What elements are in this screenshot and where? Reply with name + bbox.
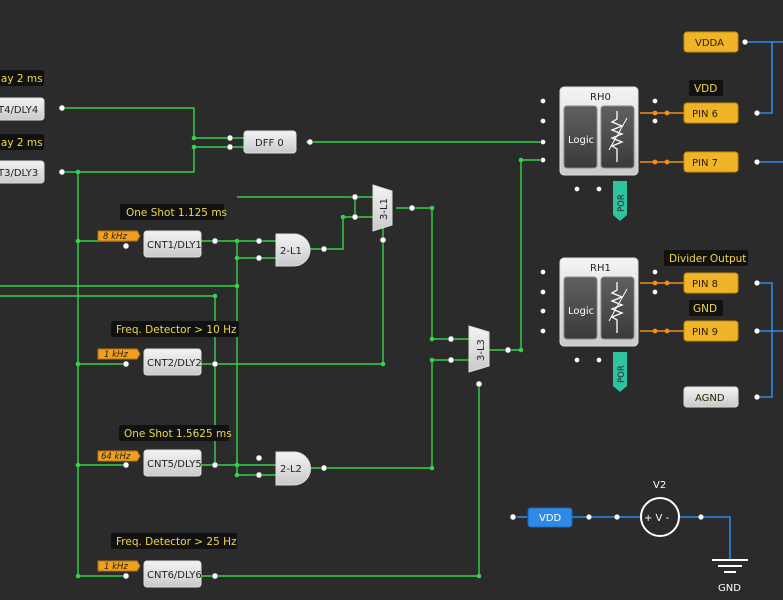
oneshot5-caption: One Shot 1.5625 ms: [119, 425, 232, 441]
pin-dots: [652, 110, 670, 334]
pin-vdda-label: VDDA: [695, 38, 724, 49]
clock-tag-cnt6-text: 1 kHz: [104, 562, 128, 572]
cnt4-out-port[interactable]: [58, 104, 66, 112]
voltmeter-v2[interactable]: V2 + V -: [614, 480, 704, 537]
pin-agnd[interactable]: AGND: [683, 386, 760, 408]
pin-vdda[interactable]: VDDA: [683, 31, 748, 53]
cnt2-label: CNT2/DLY2: [147, 358, 202, 369]
gnd-caption: GND: [689, 300, 723, 316]
rh0-logic-label: Logic: [568, 135, 594, 146]
pin-agnd-label: AGND: [695, 393, 725, 404]
cnt2-block[interactable]: CNT2/DLY2: [122, 348, 219, 376]
divider-caption-text: Divider Output: [669, 253, 746, 265]
cnt3-out-port[interactable]: [58, 168, 66, 176]
pin-6-label: PIN 6: [692, 109, 718, 120]
cnt1-block[interactable]: CNT1/DLY1: [122, 230, 219, 258]
pin-wires: [640, 112, 686, 332]
clock-tag-cnt2: 1 kHz: [97, 348, 141, 360]
dff0-label: DFF 0: [255, 138, 284, 149]
delay3-text: lay 2 ms: [0, 137, 43, 149]
cnt3-block[interactable]: T3/DLY3: [0, 160, 45, 184]
cnt1-label: CNT1/DLY1: [147, 240, 202, 251]
freq6-text: Freq. Detector > 25 Hz: [116, 536, 237, 548]
pin-8[interactable]: PIN 8: [683, 272, 760, 294]
delay3-caption: lay 2 ms: [0, 134, 44, 150]
oneshot1-text: One Shot 1.125 ms: [126, 207, 227, 219]
freq6-caption: Freq. Detector > 25 Hz: [111, 533, 237, 549]
cnt4-label: T4/DLY4: [0, 105, 38, 116]
clock-tag-cnt2-text: 1 kHz: [104, 350, 128, 360]
vdd-source-label: VDD: [539, 513, 562, 524]
delay4-text: lay 2 ms: [0, 73, 43, 85]
rh0-por-text: POR: [617, 194, 627, 212]
cnt3-label: T3/DLY3: [0, 168, 38, 179]
digital-wires: [0, 107, 540, 577]
rh1-block[interactable]: RH1 Logic: [540, 257, 658, 363]
mux-3l3-label: 3-L3: [476, 339, 487, 361]
oneshot1-caption: One Shot 1.125 ms: [120, 204, 227, 220]
ground-icon: GND: [712, 559, 748, 594]
pin-7-label: PIN 7: [692, 158, 718, 169]
rh0-resistor-icon: [608, 111, 628, 162]
rh1-logic-label: Logic: [568, 306, 594, 317]
clock-tag-cnt1-text: 8 kHz: [103, 232, 127, 242]
rh1-por-tag: POR: [613, 352, 627, 392]
rh1-por-text: POR: [617, 365, 627, 383]
rh0-title: RH0: [590, 92, 611, 103]
cnt6-label: CNT6/DLY6: [147, 570, 202, 581]
pin-9[interactable]: PIN 9: [683, 320, 760, 342]
rh0-por-tag: POR: [613, 181, 627, 221]
clock-tag-cnt1: 8 kHz: [97, 230, 141, 242]
divider-caption: Divider Output: [664, 250, 748, 266]
rh1-resistor-icon: [608, 282, 628, 333]
and-gate-2l1[interactable]: 2-L1: [255, 233, 328, 267]
vdd-caption: VDD: [689, 80, 723, 96]
freq2-text: Freq. Detector > 10 Hz: [116, 324, 237, 336]
rh1-title: RH1: [590, 263, 611, 274]
mux-3l3[interactable]: 3-L3: [447, 325, 512, 388]
dff0-block[interactable]: DFF 0: [226, 130, 314, 154]
vdd-caption-text: VDD: [694, 83, 717, 95]
pin-7[interactable]: PIN 7: [683, 151, 760, 173]
rh0-block[interactable]: RH0 Logic: [540, 86, 658, 192]
voltmeter-v2-name: V2: [653, 480, 666, 491]
freq2-caption: Freq. Detector > 10 Hz: [111, 321, 239, 337]
cnt6-block[interactable]: CNT6/DLY6: [122, 560, 219, 588]
cnt4-block[interactable]: T4/DLY4: [0, 97, 45, 121]
ground-label: GND: [718, 583, 741, 594]
and-gate-2l2-label: 2-L2: [280, 464, 302, 475]
voltmeter-v2-symbol: + V -: [644, 513, 670, 524]
cnt5-label: CNT5/DLY5: [147, 459, 202, 470]
gnd-caption-text: GND: [693, 303, 717, 315]
delay4-caption: lay 2 ms: [0, 70, 44, 86]
pin-9-label: PIN 9: [692, 327, 718, 338]
cnt5-block[interactable]: CNT5/DLY5: [122, 449, 219, 477]
vdd-source[interactable]: VDD: [509, 507, 592, 528]
and-gate-2l2[interactable]: 2-L2: [255, 451, 328, 486]
and-gate-2l1-label: 2-L1: [280, 246, 302, 257]
pin-6[interactable]: PIN 6: [683, 102, 760, 124]
oneshot5-text: One Shot 1.5625 ms: [124, 428, 232, 440]
analog-wires: [517, 41, 783, 560]
clock-tag-cnt5: 64 kHz: [97, 450, 141, 462]
junction-dots: [75, 135, 524, 579]
pin-8-label: PIN 8: [692, 279, 718, 290]
mux-3l1[interactable]: 3-L1: [351, 184, 416, 244]
mux-3l1-label: 3-L1: [379, 198, 390, 220]
clock-tag-cnt6: 1 kHz: [97, 560, 141, 572]
clock-tag-cnt5-text: 64 kHz: [101, 452, 131, 462]
